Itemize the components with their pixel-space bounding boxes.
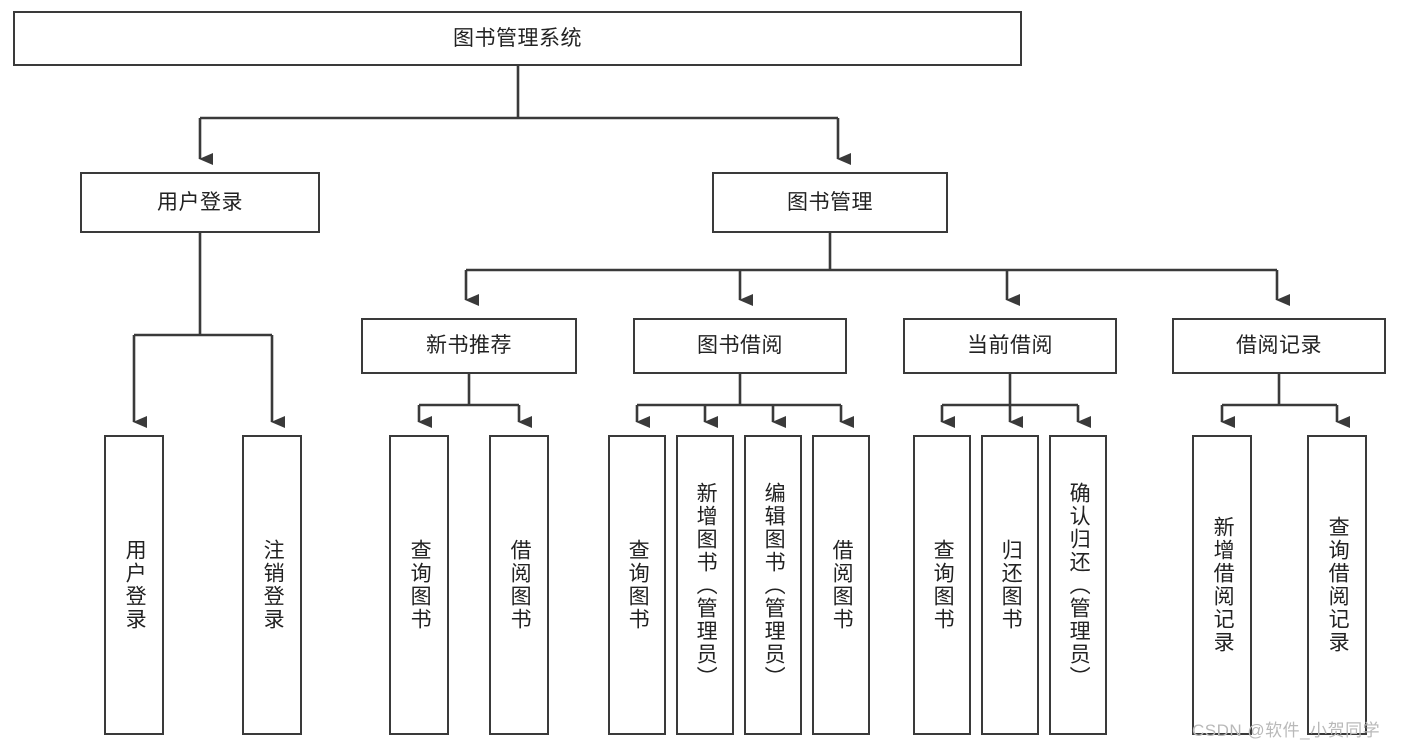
node-root[interactable]: 图书管理系统: [13, 11, 1022, 66]
node-book-borrow[interactable]: 图书借阅: [633, 318, 847, 374]
node-leaf-logout-login[interactable]: 注销登录: [242, 435, 302, 735]
node-new-book-recommend[interactable]: 新书推荐: [361, 318, 577, 374]
node-leaf-add-record[interactable]: 新增借阅记录: [1192, 435, 1252, 735]
node-borrow-record[interactable]: 借阅记录: [1172, 318, 1386, 374]
leaf-label: 用户登录: [123, 539, 147, 631]
leaf-label: 新增图书（管理员）: [694, 481, 718, 689]
node-leaf-query-book-1[interactable]: 查询图书: [389, 435, 449, 735]
node-book-management[interactable]: 图书管理: [712, 172, 948, 233]
node-leaf-edit-book[interactable]: 编辑图书（管理员）: [744, 435, 802, 735]
node-leaf-add-book[interactable]: 新增图书（管理员）: [676, 435, 734, 735]
node-leaf-borrow-book-1[interactable]: 借阅图书: [489, 435, 549, 735]
node-leaf-query-book-3[interactable]: 查询图书: [913, 435, 971, 735]
node-leaf-query-record[interactable]: 查询借阅记录: [1307, 435, 1367, 735]
leaf-label: 查询图书: [931, 539, 955, 631]
node-leaf-user-login[interactable]: 用户登录: [104, 435, 164, 735]
leaf-label: 借阅图书: [508, 539, 532, 631]
leaf-label: 注销登录: [261, 539, 285, 631]
leaf-label: 编辑图书（管理员）: [762, 481, 786, 689]
node-leaf-confirm-return[interactable]: 确认归还（管理员）: [1049, 435, 1107, 735]
leaf-label: 归还图书: [999, 539, 1023, 631]
leaf-label: 确认归还（管理员）: [1067, 481, 1091, 689]
node-user-login[interactable]: 用户登录: [80, 172, 320, 233]
node-leaf-query-book-2[interactable]: 查询图书: [608, 435, 666, 735]
leaf-label: 查询借阅记录: [1326, 516, 1350, 654]
leaf-label: 借阅图书: [830, 539, 854, 631]
csdn-watermark: CSDN @软件_小贺同学: [1192, 721, 1381, 740]
leaf-label: 新增借阅记录: [1211, 516, 1235, 654]
leaf-label: 查询图书: [626, 539, 650, 631]
node-current-borrow[interactable]: 当前借阅: [903, 318, 1117, 374]
leaf-label: 查询图书: [408, 539, 432, 631]
node-leaf-borrow-book-2[interactable]: 借阅图书: [812, 435, 870, 735]
node-leaf-return-book[interactable]: 归还图书: [981, 435, 1039, 735]
